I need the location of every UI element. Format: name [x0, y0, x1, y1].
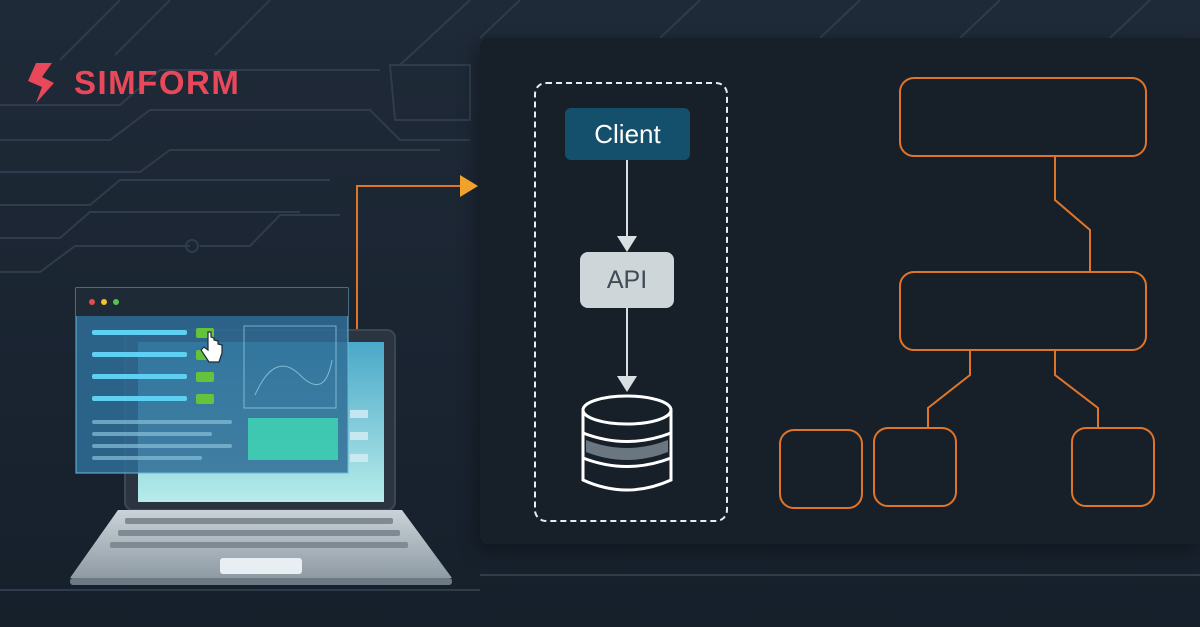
tree-leaf-node-2: [873, 427, 957, 507]
brand-name: SIMFORM: [74, 64, 241, 101]
orange-connector: [356, 175, 478, 330]
tree-middle-node: [899, 271, 1147, 351]
api-node: API: [580, 252, 674, 308]
tree-leaf-node-1: [779, 429, 863, 509]
tree-root-node: [899, 77, 1147, 157]
tree-leaf-node-3: [1071, 427, 1155, 507]
database-icon: [581, 394, 673, 492]
flow-arrows: [617, 160, 637, 392]
brand-logo: SIMFORM: [22, 60, 240, 106]
service-tree: [779, 77, 1155, 509]
hand-cursor-icon: [200, 331, 223, 363]
client-node: Client: [565, 108, 690, 160]
monolith-boundary: [534, 82, 728, 522]
simform-logo-icon: [28, 63, 54, 103]
arrow-right-icon: [460, 175, 478, 197]
browser-window: [75, 287, 368, 474]
